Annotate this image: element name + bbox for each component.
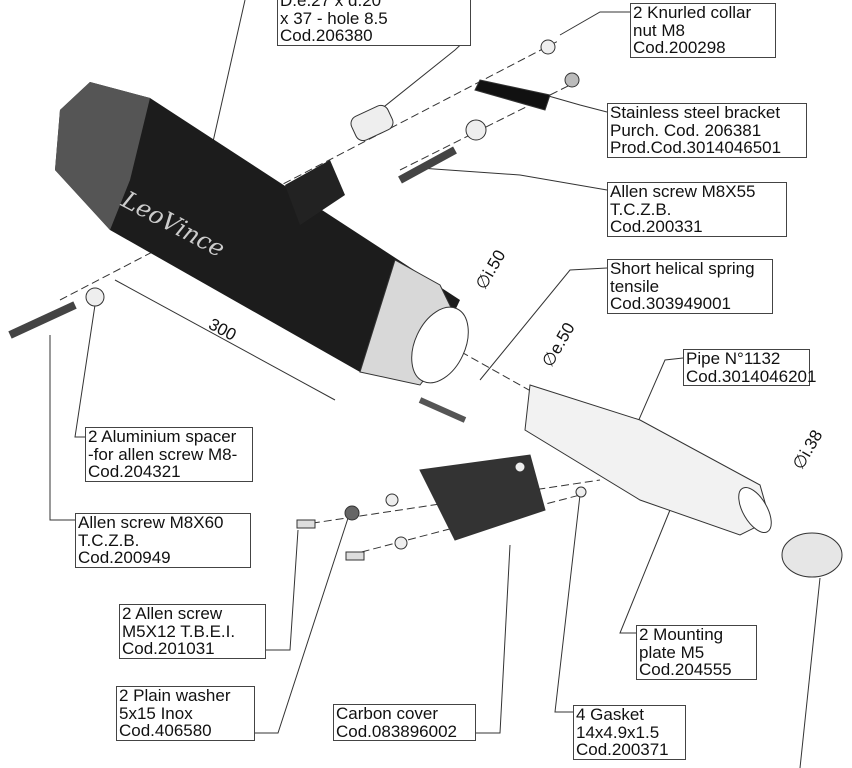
label-washer: 2 Plain washer 5x15 Inox Cod.406580 [116,686,255,741]
label-line: 2 Plain washer [119,686,231,705]
label-line: Pipe N°1132 [686,349,781,368]
label-line: x 37 - hole 8.5 [280,8,388,28]
small-parts [8,39,843,578]
label-line: D.e.27 x d.20 [280,0,382,10]
label-line: Cod.200331 [610,217,703,236]
label-line: Cod.3014046201 [686,366,817,386]
label-line: Purch. Cod. 206381 [610,120,762,140]
label-bracket: Stainless steel bracket Purch. Cod. 2063… [607,103,807,158]
label-gasket: 4 Gasket 14x4.9x1.5 Cod.200371 [573,705,686,760]
label-line: Cod.200298 [633,38,726,57]
label-line: -for allen screw M8- [88,444,238,464]
label-allen-m5: 2 Allen screw M5X12 T.B.E.I. Cod.201031 [119,604,266,659]
label-line: tensile [610,276,660,296]
label-line: Cod.206380 [280,26,373,45]
label-line: 14x4.9x1.5 [576,722,660,742]
label-line: Cod.204555 [639,660,732,679]
label-line: Carbon cover [336,704,439,723]
label-line: 2 Knurled collar [633,3,752,22]
label-line: 2 Allen screw [122,604,223,623]
label-line: Cod.406580 [119,721,212,740]
label-line: plate M5 [639,642,705,662]
label-line: Allen screw M8X60 [78,513,224,532]
label-line: nut M8 [633,20,685,40]
label-line: Cod.204321 [88,462,181,481]
label-line: 4 Gasket [576,705,645,724]
label-line: T.C.Z.B. [610,199,672,219]
label-allen-m8x55: Allen screw M8X55 T.C.Z.B. Cod.200331 [607,182,787,237]
label-line: 2 Mounting [639,625,724,644]
leader-lines [49,0,821,768]
label-spring: Short helical spring tensile Cod.3039490… [607,259,773,314]
label-line: Cod.201031 [122,639,215,658]
label-line: Short helical spring [610,259,755,278]
label-line: Prod.Cod.3014046501 [610,138,782,157]
label-line: T.C.Z.B. [78,530,140,550]
label-allen-m8x60: Allen screw M8X60 T.C.Z.B. Cod.200949 [75,513,251,568]
label-line: Stainless steel bracket [610,103,781,122]
label-spacer-top: D.e.27 x d.20 x 37 - hole 8.5 Cod.206380 [277,0,471,46]
label-alu-spacer: 2 Aluminium spacer -for allen screw M8- … [85,427,253,482]
label-carbon-cover: Carbon cover Cod.083896002 [333,704,476,741]
label-mounting-plate: 2 Mounting plate M5 Cod.204555 [636,625,757,680]
label-line: Cod.303949001 [610,294,732,313]
label-pipe: Pipe N°1132 Cod.3014046201 [683,349,817,386]
label-line: Cod.200949 [78,548,171,567]
label-line: Cod.083896002 [336,721,458,741]
label-line: Cod.200371 [576,740,669,759]
muffler-body: LeoVince [55,82,469,386]
label-line: 2 Aluminium spacer [88,427,237,446]
label-line: Allen screw M8X55 [610,182,756,201]
label-knurled-nut: 2 Knurled collar nut M8 Cod.200298 [630,3,776,58]
label-line: M5X12 T.B.E.I. [122,621,236,641]
label-line: 5x15 Inox [119,703,193,723]
dimension-line-300 [114,279,336,401]
